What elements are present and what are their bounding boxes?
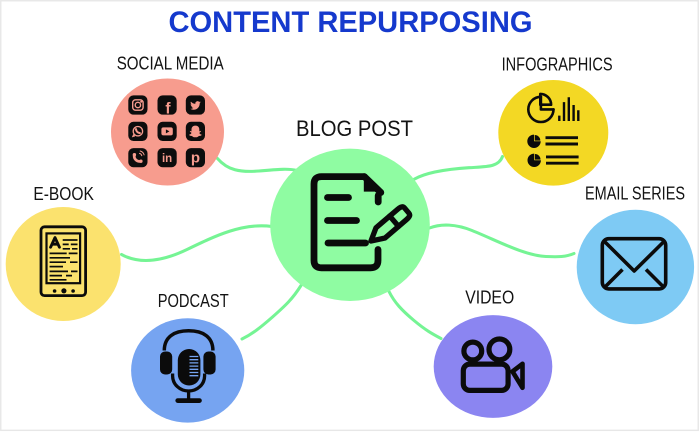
svg-text:E-BOOK: E-BOOK <box>33 184 94 204</box>
svg-text:PODCAST: PODCAST <box>158 291 229 311</box>
svg-text:SOCIAL MEDIA: SOCIAL MEDIA <box>117 54 224 74</box>
svg-text:VIDEO: VIDEO <box>465 288 514 308</box>
svg-text:in: in <box>162 153 172 165</box>
svg-text:INFOGRAPHICS: INFOGRAPHICS <box>502 55 613 75</box>
svg-text:CONTENT REPURPOSING: CONTENT REPURPOSING <box>169 6 533 39</box>
svg-text:f: f <box>165 101 171 118</box>
svg-text:EMAIL SERIES: EMAIL SERIES <box>585 184 685 204</box>
svg-text:BLOG POST: BLOG POST <box>296 116 413 141</box>
svg-text:p: p <box>191 150 200 167</box>
